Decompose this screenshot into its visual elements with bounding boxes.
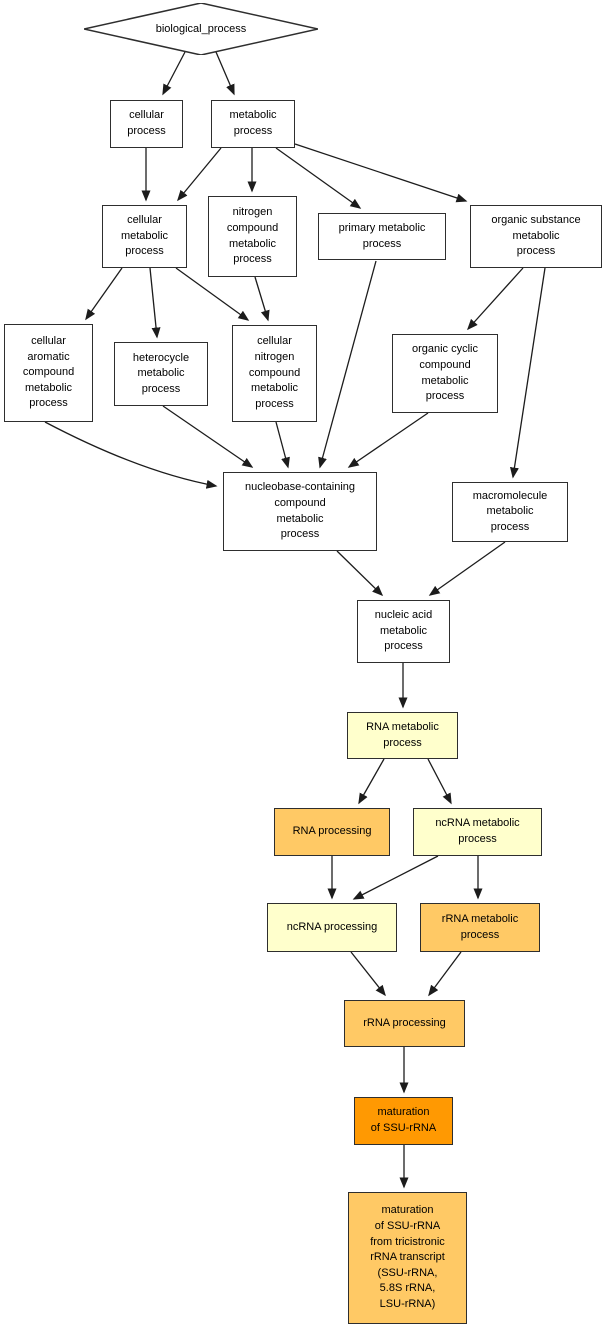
node-organic-cyclic-compound-metabolic-process[interactable]: organic cyclic compound metabolic proces… xyxy=(392,334,498,413)
node-metabolic-process[interactable]: metabolic process xyxy=(211,100,295,148)
node-maturation-of-ssu-rrna-from-tricistronic-rrna-transcript[interactable]: maturation of SSU-rRNA from tricistronic… xyxy=(348,1192,467,1324)
edge xyxy=(294,143,468,203)
edge xyxy=(347,412,429,468)
edge xyxy=(350,951,386,997)
edge xyxy=(275,147,362,209)
edge xyxy=(175,267,250,321)
edge xyxy=(336,550,384,597)
edge xyxy=(466,267,524,331)
edge xyxy=(162,405,254,468)
node-organic-substance-metabolic-process[interactable]: organic substance metabolic process xyxy=(470,205,602,268)
node-ncrna-metabolic-process[interactable]: ncRNA metabolic process xyxy=(413,808,542,856)
edge xyxy=(428,541,506,596)
edge xyxy=(428,951,462,997)
node-rrna-processing[interactable]: rRNA processing xyxy=(344,1000,465,1047)
node-rna-metabolic-process[interactable]: RNA metabolic process xyxy=(347,712,458,759)
edge xyxy=(509,267,546,479)
edge xyxy=(358,758,385,805)
node-cellular-aromatic-compound-metabolic-process[interactable]: cellular aromatic compound metabolic pro… xyxy=(4,324,93,422)
edge xyxy=(85,267,123,321)
node-nucleic-acid-metabolic-process[interactable]: nucleic acid metabolic process xyxy=(357,600,450,663)
edge xyxy=(427,758,452,805)
node-nucleobase-containing-compound-metabolic-process[interactable]: nucleobase-containing compound metabolic… xyxy=(223,472,377,551)
diamond-shape-icon xyxy=(84,3,318,55)
node-rrna-metabolic-process[interactable]: rRNA metabolic process xyxy=(420,903,540,952)
node-cellular-metabolic-process[interactable]: cellular metabolic process xyxy=(102,205,187,268)
node-rna-processing[interactable]: RNA processing xyxy=(274,808,390,856)
edge xyxy=(352,855,439,900)
node-nitrogen-compound-metabolic-process[interactable]: nitrogen compound metabolic process xyxy=(208,196,297,277)
node-maturation-of-ssu-rrna[interactable]: maturation of SSU-rRNA xyxy=(354,1097,453,1145)
edge xyxy=(275,421,290,469)
node-macromolecule-metabolic-process[interactable]: macromolecule metabolic process xyxy=(452,482,568,542)
edge xyxy=(177,147,222,202)
node-cellular-process[interactable]: cellular process xyxy=(110,100,183,148)
edge xyxy=(318,260,377,469)
node-heterocycle-metabolic-process[interactable]: heterocycle metabolic process xyxy=(114,342,208,406)
node-label: biological_process xyxy=(155,23,247,35)
node-ncrna-processing[interactable]: ncRNA processing xyxy=(267,903,397,952)
node-primary-metabolic-process[interactable]: primary metabolic process xyxy=(318,213,446,260)
node-cellular-nitrogen-compound-metabolic-process[interactable]: cellular nitrogen compound metabolic pro… xyxy=(232,325,317,422)
edge xyxy=(254,276,270,322)
edge xyxy=(162,51,186,96)
edge xyxy=(215,51,235,96)
edge xyxy=(149,267,161,339)
edge xyxy=(44,421,218,489)
node-biological-process[interactable]: biological_process xyxy=(84,3,318,55)
